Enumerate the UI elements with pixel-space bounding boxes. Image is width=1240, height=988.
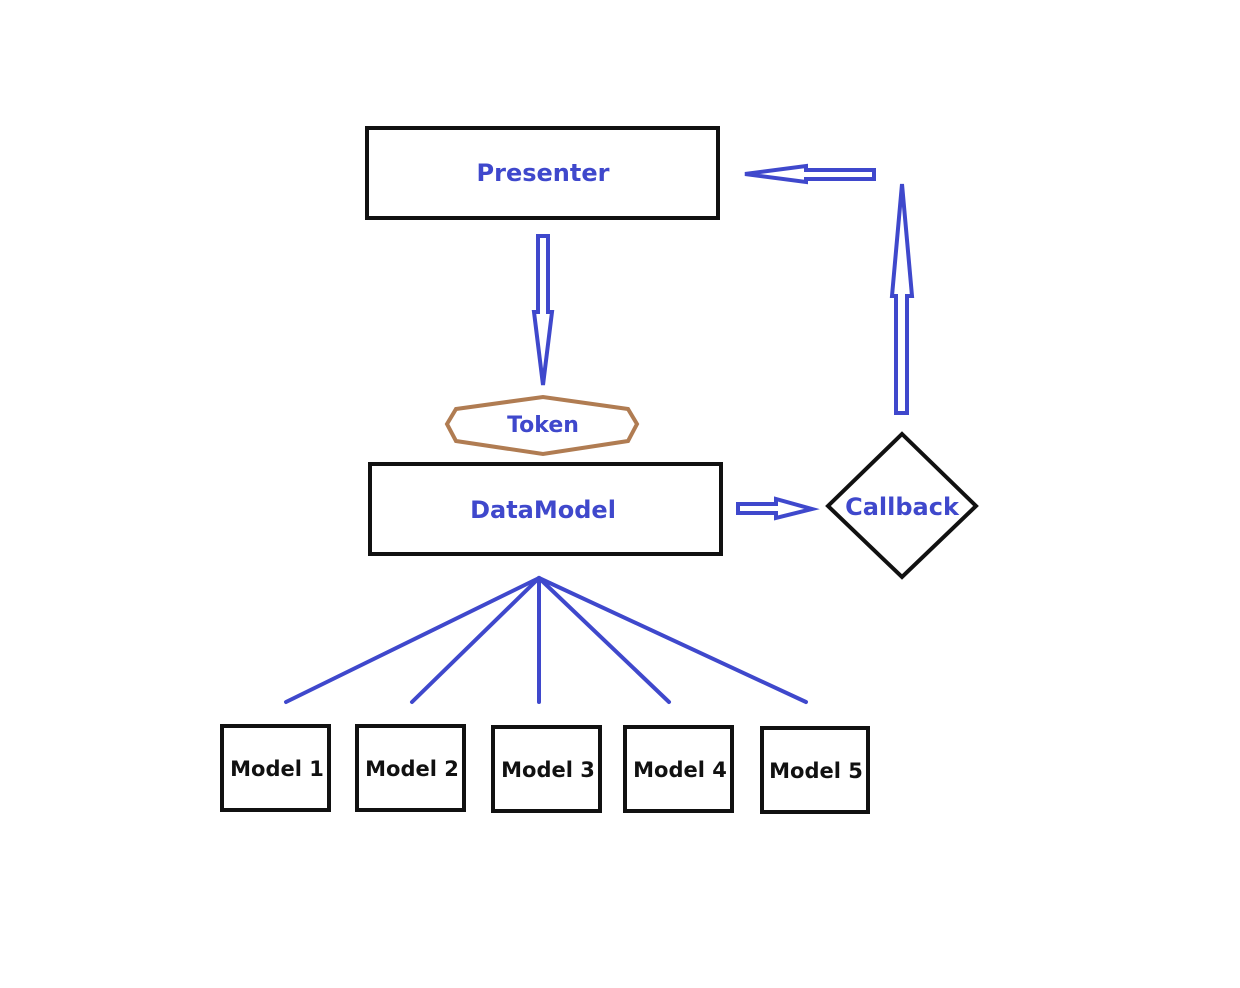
connector-model-4 <box>537 576 671 704</box>
arrow-callback-up <box>889 183 915 415</box>
connector-model-1 <box>284 576 541 704</box>
presenter-node: Presenter <box>365 126 720 220</box>
model-3-node: Model 3 <box>491 725 602 813</box>
presenter-label: Presenter <box>477 159 610 187</box>
callback-label: Callback <box>845 493 960 521</box>
model-5-label: Model 5 <box>769 759 863 783</box>
token-node: Token <box>444 394 640 457</box>
arrow-datamodel-to-callback <box>736 496 820 521</box>
model-1-box <box>220 724 331 812</box>
arrow-presenter-to-token <box>531 234 555 386</box>
model-2-box <box>355 724 466 812</box>
model-1-label: Model 1 <box>230 757 324 781</box>
model-4-node: Model 4 <box>623 725 734 813</box>
model-3-label: Model 3 <box>501 758 595 782</box>
callback-diamond <box>825 431 979 580</box>
callback-node: Callback <box>825 431 979 580</box>
datamodel-node: DataModel <box>368 462 723 556</box>
token-hexagon <box>444 394 640 457</box>
connector-model-2 <box>410 576 541 704</box>
model-2-node: Model 2 <box>355 724 466 812</box>
token-label: Token <box>507 413 579 438</box>
model-3-box <box>491 725 602 813</box>
model-5-node: Model 5 <box>760 726 870 814</box>
model-4-box <box>623 725 734 813</box>
presenter-box <box>365 126 720 220</box>
model-2-label: Model 2 <box>365 757 459 781</box>
datamodel-box <box>368 462 723 556</box>
model-5-box <box>760 726 870 814</box>
model-connectors <box>284 576 808 704</box>
datamodel-label: DataModel <box>470 496 616 524</box>
model-1-node: Model 1 <box>220 724 331 812</box>
arrow-to-presenter <box>744 163 876 185</box>
model-4-label: Model 4 <box>633 758 727 782</box>
connector-model-5 <box>537 576 808 704</box>
